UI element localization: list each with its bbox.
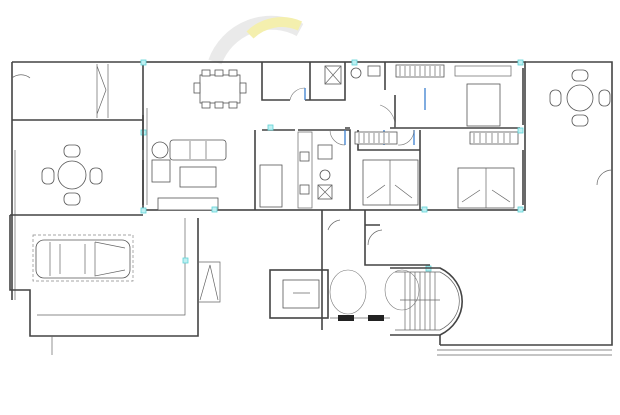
stair-core	[269, 210, 463, 336]
wardrobes	[354, 64, 519, 145]
beds	[362, 65, 515, 209]
left-terrace	[11, 61, 143, 300]
living-room-furniture	[146, 108, 283, 211]
car-icon	[35, 239, 131, 279]
right-terrace	[437, 61, 613, 356]
bathroom	[324, 65, 381, 85]
windows	[142, 68, 524, 205]
kitchen	[297, 131, 333, 209]
parking-area	[9, 214, 221, 355]
round-table-set-left	[41, 144, 103, 206]
watermark-logo	[208, 15, 304, 65]
dining-table	[193, 69, 247, 109]
main-building	[142, 61, 526, 211]
